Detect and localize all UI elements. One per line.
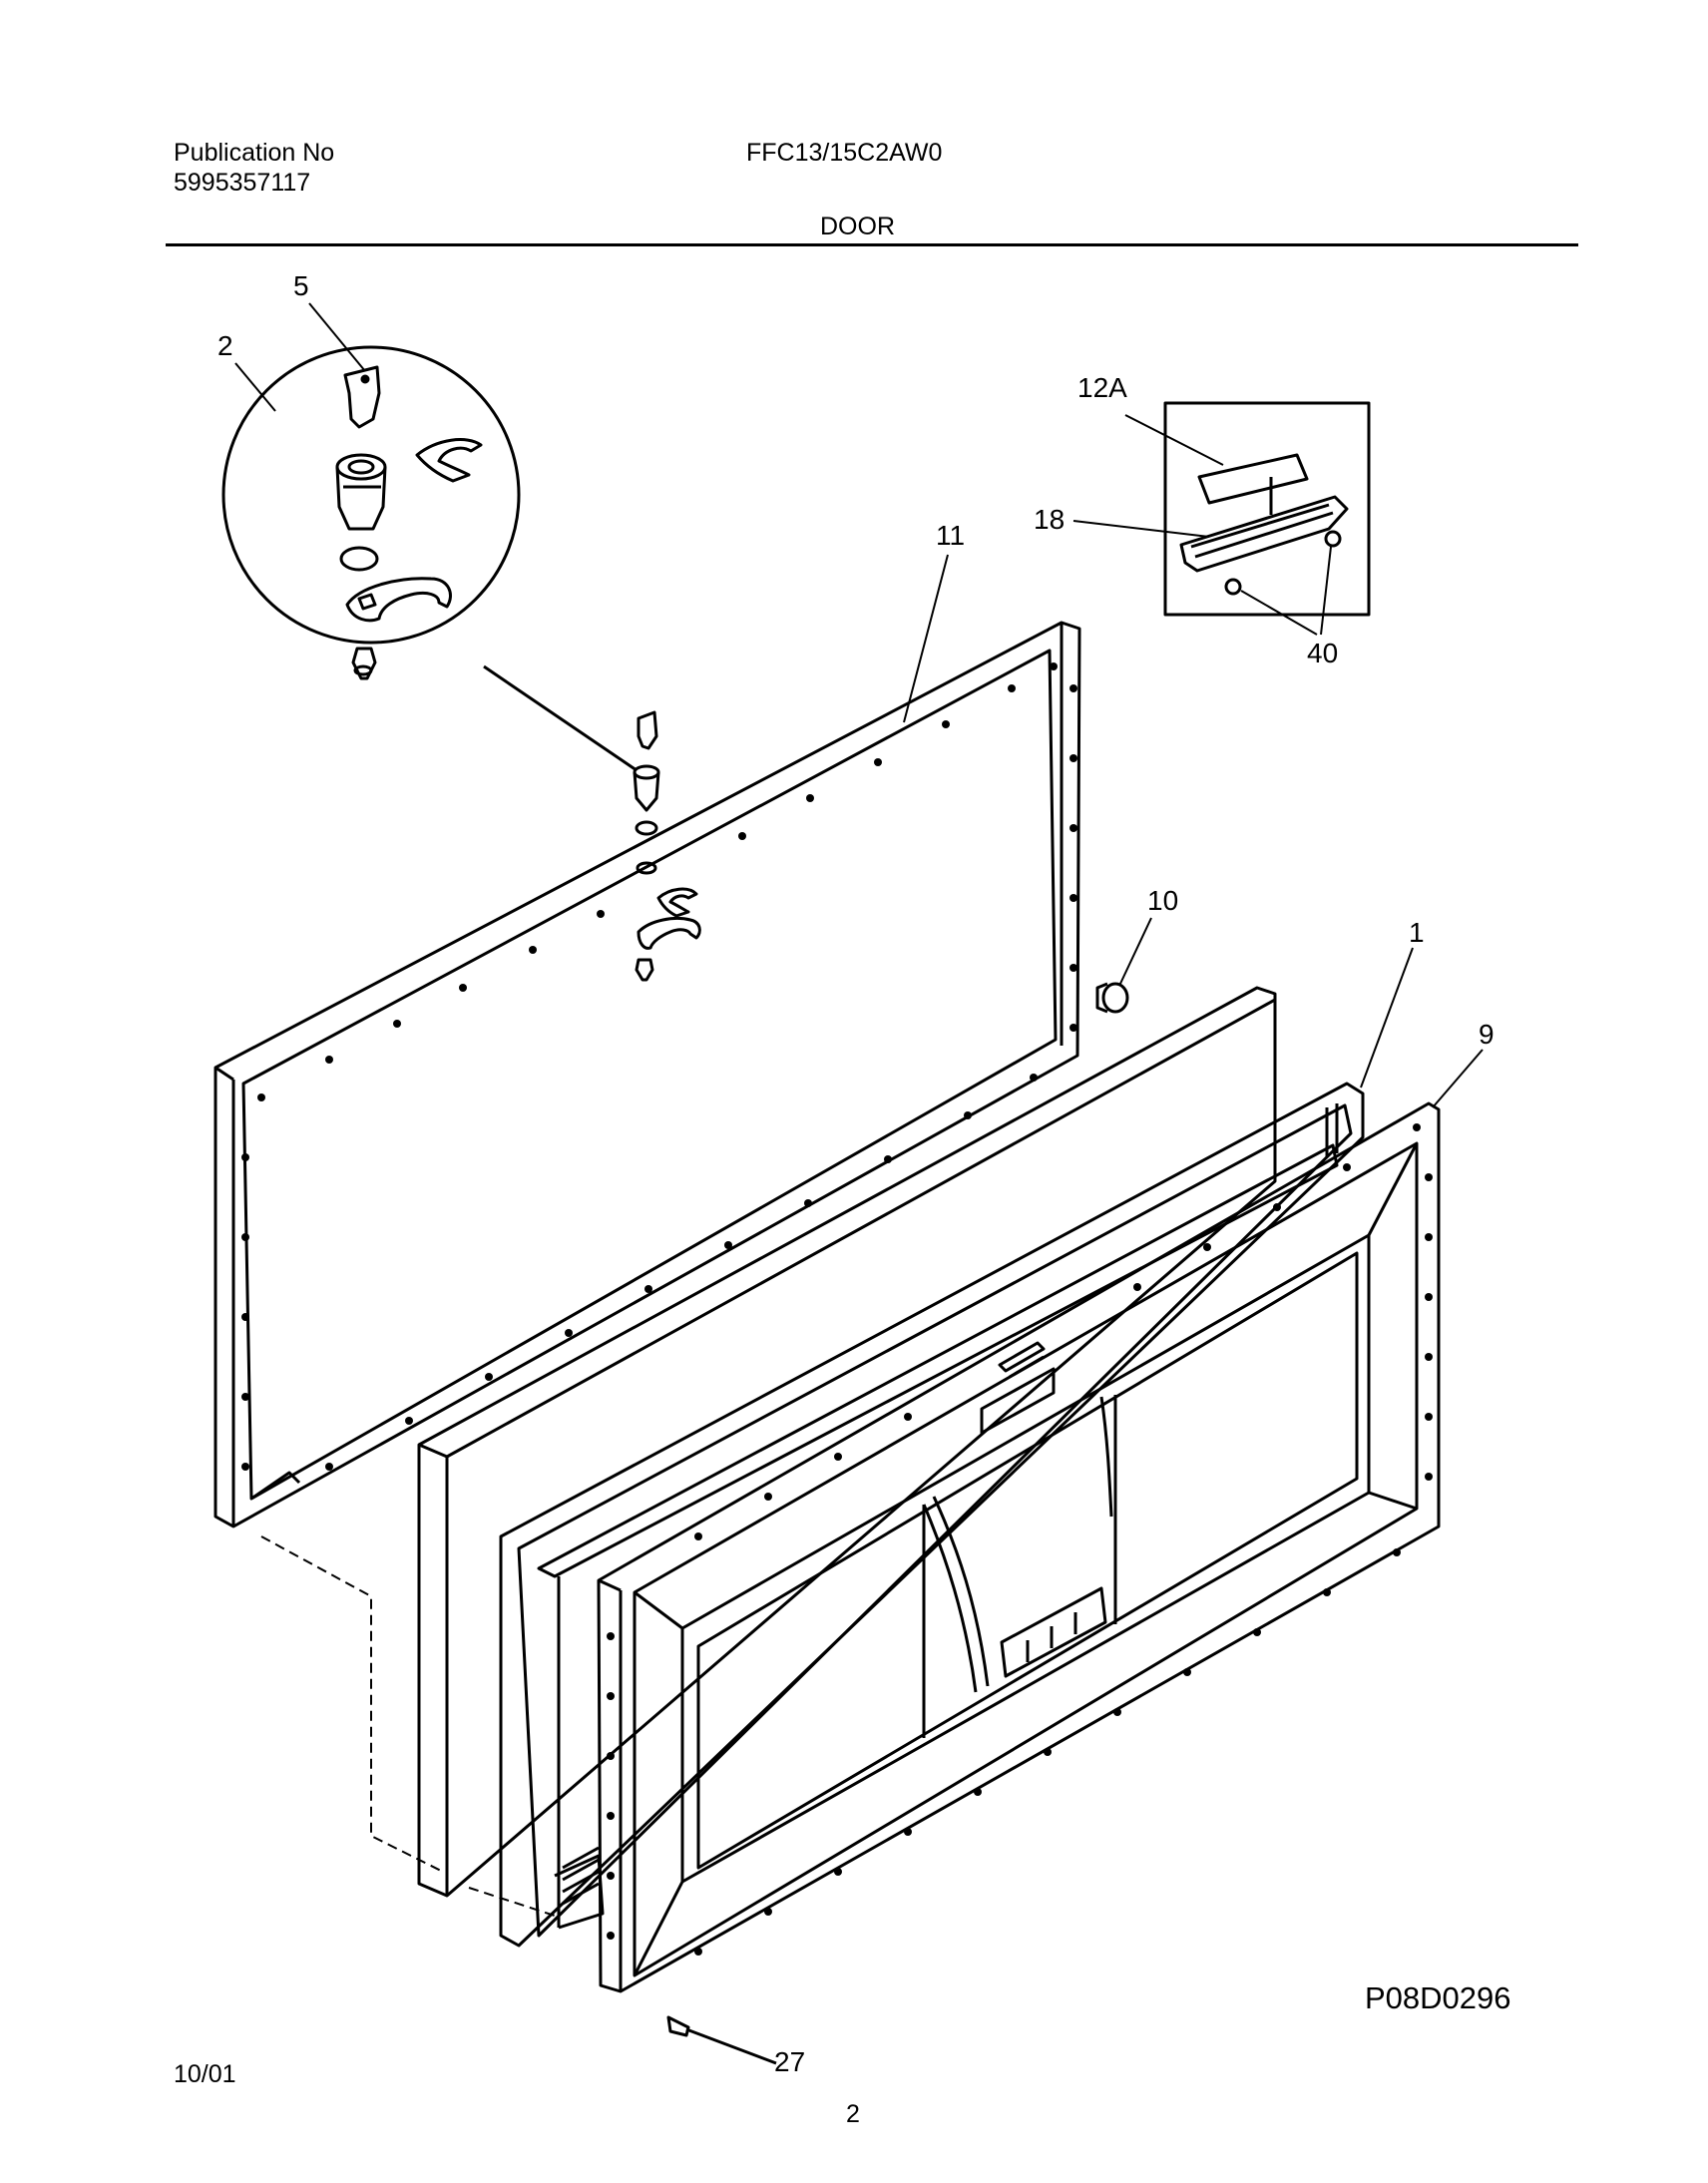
lock-detail-circle (221, 345, 521, 680)
outer-door-panel (597, 1101, 1441, 1993)
door-liner-frame (214, 621, 1081, 1528)
page-number: 2 (846, 2100, 860, 2128)
callout-1: 1 (1409, 917, 1425, 948)
callout-leaders (234, 302, 1484, 1108)
callout-12a: 12A (1077, 372, 1127, 403)
section-title: DOOR (820, 213, 895, 240)
callout-40: 40 (1307, 638, 1339, 668)
hinge-cap (1095, 982, 1129, 1014)
callout-5: 5 (293, 270, 309, 301)
callout-10: 10 (1147, 885, 1179, 916)
door-screw (666, 2015, 777, 2065)
figure-code: P08D0296 (1365, 1980, 1511, 2015)
callout-18: 18 (1034, 504, 1066, 535)
callout-11: 11 (936, 520, 966, 551)
header-rule (166, 243, 1578, 246)
publication-number: 5995357117 (174, 169, 311, 197)
screw-holes (241, 662, 1433, 1956)
handle-detail-box (1163, 401, 1371, 617)
lock-parts-on-liner (633, 710, 701, 982)
callout-9: 9 (1479, 1019, 1494, 1050)
callout-27: 27 (774, 2046, 806, 2077)
insulation-panel (417, 986, 1277, 1898)
revision-date: 10/01 (174, 2060, 236, 2088)
callout-2: 2 (217, 330, 233, 361)
publication-label: Publication No (174, 139, 335, 167)
door-gasket (499, 1082, 1365, 1948)
model-number: FFC13/15C2AW0 (746, 139, 943, 167)
